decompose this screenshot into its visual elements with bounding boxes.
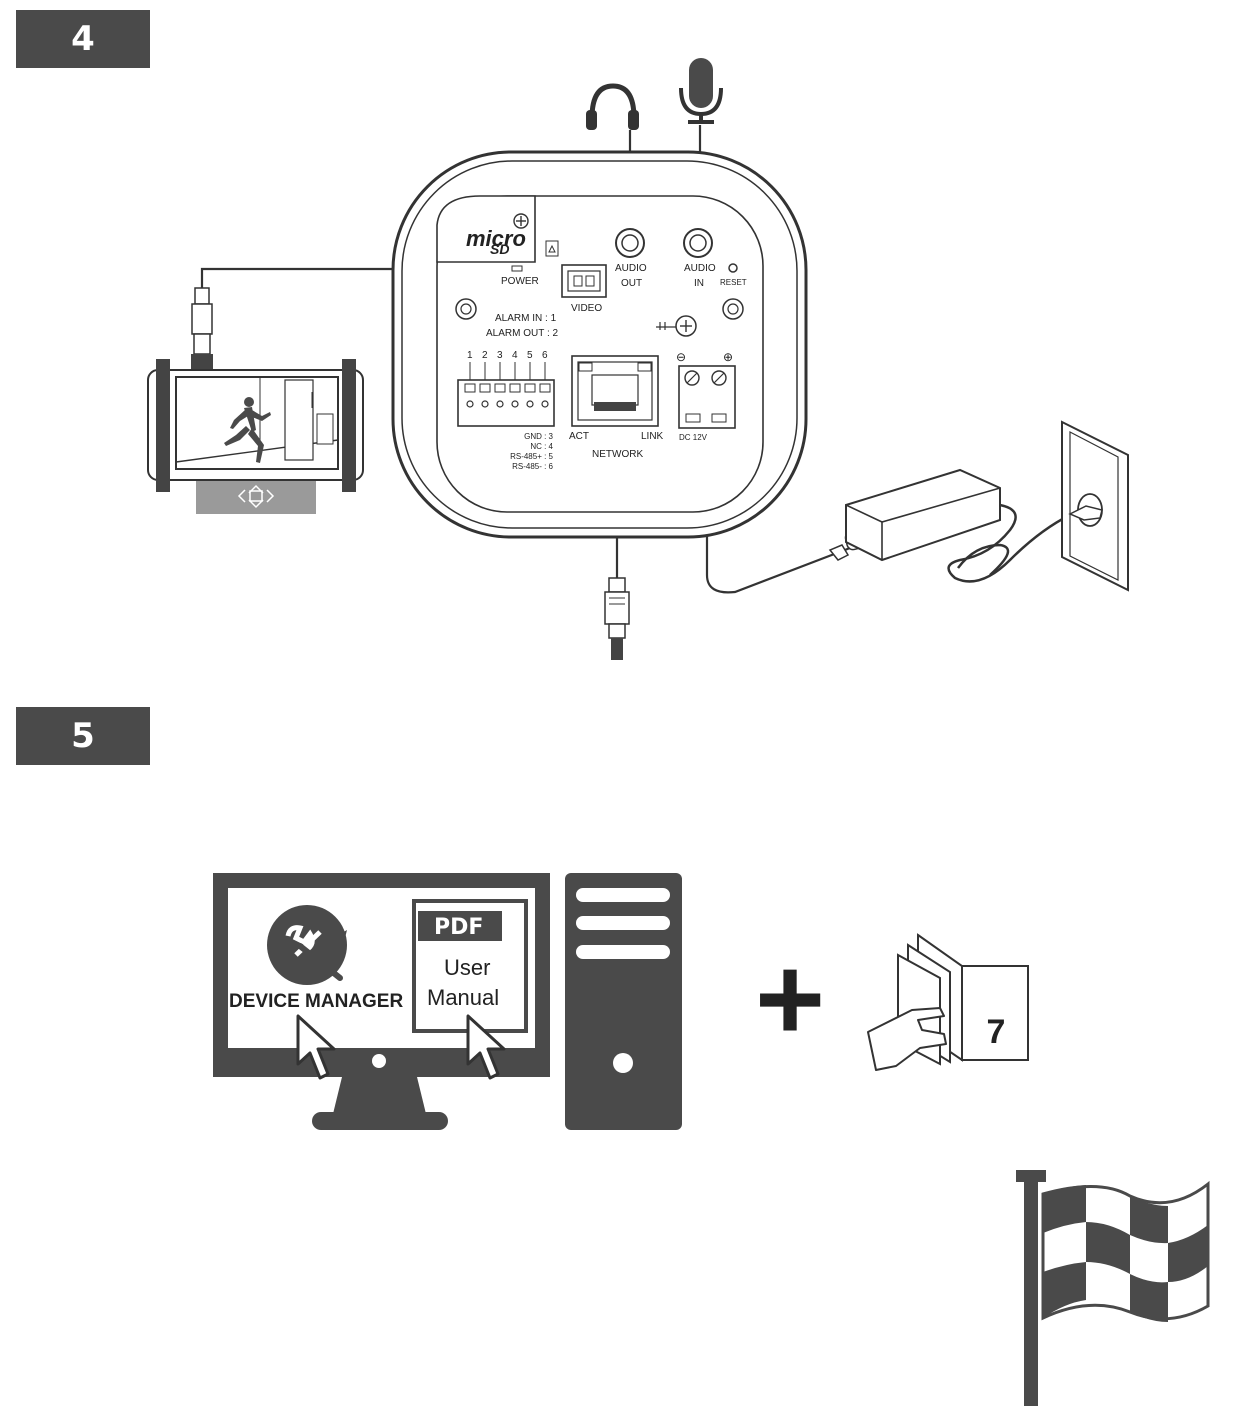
network-port xyxy=(571,355,659,427)
pin-slot xyxy=(524,383,536,393)
monitor-icon xyxy=(147,359,364,514)
minus-terminal-label: ⊖ xyxy=(676,350,686,364)
bnc-connector-icon xyxy=(191,287,213,369)
act-label: ACT xyxy=(569,431,589,442)
page-number: 7 xyxy=(987,1013,1006,1051)
power-label: POWER xyxy=(501,276,539,287)
book-icon xyxy=(867,933,1029,1071)
screw-icon xyxy=(455,298,477,320)
reset-label: RESET xyxy=(720,278,747,287)
device-manager-label: DEVICE MANAGER xyxy=(229,991,403,1012)
alarm-terminal-block xyxy=(457,379,555,427)
plus-terminal-label: ⊕ xyxy=(723,350,733,364)
microsd-logo-text: micro xyxy=(466,226,526,251)
pin-slot xyxy=(464,383,476,393)
wall-outlet-icon xyxy=(1061,420,1129,592)
warning-icon xyxy=(545,240,559,257)
manual-line-1: User xyxy=(444,955,490,980)
audio-out-jack xyxy=(615,228,645,258)
pin-hole xyxy=(541,400,549,408)
pin-legend-item: GND : 3 xyxy=(524,432,553,441)
audio-in-jack xyxy=(683,228,713,258)
pin-hole xyxy=(481,400,489,408)
power-adapter-icon xyxy=(828,468,1071,583)
pin-slot xyxy=(479,383,491,393)
running-person-icon xyxy=(224,397,271,463)
alarm-in-label: ALARM IN : 1 xyxy=(495,313,557,324)
pin-slot xyxy=(539,383,551,393)
cursor-icon xyxy=(466,1014,506,1080)
pin-number-label: 4 xyxy=(512,350,518,361)
dc-12v-label: DC 12V xyxy=(679,433,708,442)
link-label: LINK xyxy=(641,431,664,442)
pin-legend-item: RS-485- : 6 xyxy=(512,462,553,471)
audio-out-label-1: AUDIO xyxy=(615,263,647,274)
network-label: NETWORK xyxy=(592,449,643,460)
pin-legend-item: NC : 4 xyxy=(530,442,553,451)
camera-rear-panel: micro SD POWER VIDEO AUDIO OUT AUDI xyxy=(391,150,808,539)
step-number: 5 xyxy=(71,716,95,756)
pin-hole xyxy=(511,400,519,408)
manual-line-2: Manual xyxy=(427,985,499,1010)
reset-button xyxy=(728,263,738,273)
dc-power-terminal xyxy=(678,365,736,429)
alarm-out-label: ALARM OUT : 2 xyxy=(486,328,558,339)
audio-out-label-2: OUT xyxy=(621,278,642,289)
video-label: VIDEO xyxy=(571,303,602,314)
pin-hole xyxy=(466,400,474,408)
pin-number-label: 3 xyxy=(497,350,503,361)
computer-tower-icon xyxy=(565,873,682,1130)
pin-number-label: 6 xyxy=(542,350,548,361)
plus-sign: + xyxy=(755,932,825,1066)
pin-number-label: 2 xyxy=(482,350,488,361)
microsd-logo-sd: SD xyxy=(490,241,509,257)
microphone-icon xyxy=(679,58,723,124)
pin-slot xyxy=(509,383,521,393)
pin-legend-item: RS-485+ : 5 xyxy=(510,452,553,461)
ground-terminal-icon xyxy=(656,315,697,337)
power-led xyxy=(511,265,523,272)
cursor-icon xyxy=(296,1014,336,1080)
headphones-icon xyxy=(586,83,639,130)
rj45-connector-icon xyxy=(604,577,630,660)
step-number: 4 xyxy=(71,19,95,59)
checkered-flag-icon xyxy=(1016,1170,1210,1406)
audio-in-label-2: IN xyxy=(694,278,704,289)
audio-in-label-1: AUDIO xyxy=(684,263,716,274)
pin-number-label: 5 xyxy=(527,350,533,361)
video-port xyxy=(561,264,607,298)
pin-slot xyxy=(494,383,506,393)
pdf-tag: PDF xyxy=(434,915,483,940)
step-4-badge: 4 xyxy=(16,10,150,68)
pin-hole xyxy=(526,400,534,408)
power-cable xyxy=(705,404,851,594)
pin-number-label: 1 xyxy=(467,350,473,361)
microsd-slot: micro SD xyxy=(436,195,536,263)
step-5-badge: 5 xyxy=(16,707,150,765)
pdf-manual-icon xyxy=(412,899,528,1033)
device-manager-icon xyxy=(267,905,347,985)
pin-hole xyxy=(496,400,504,408)
alarm-pin-legend: GND : 3NC : 4RS-485+ : 5RS-485- : 6 xyxy=(510,432,553,471)
screw-icon xyxy=(722,298,744,320)
